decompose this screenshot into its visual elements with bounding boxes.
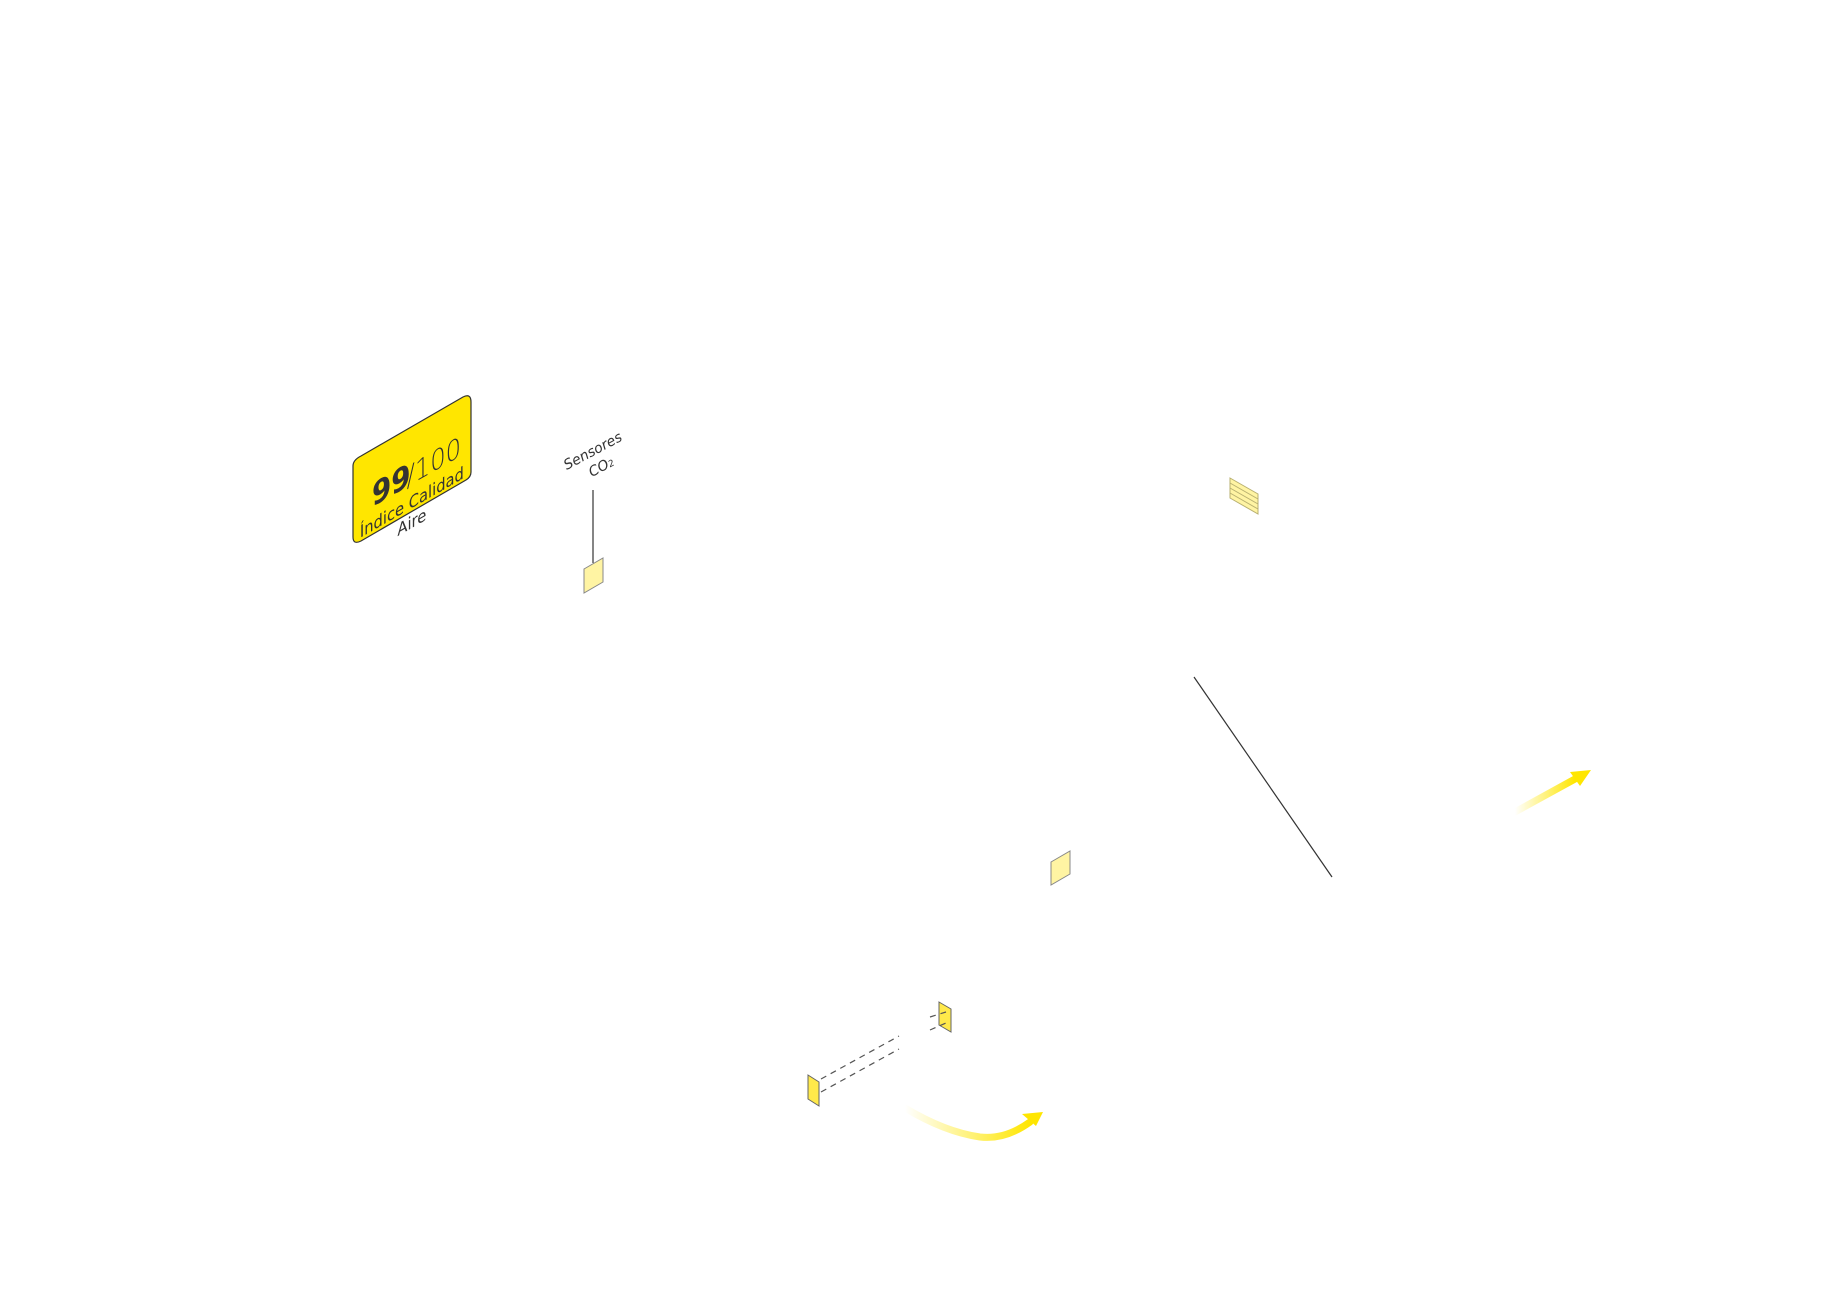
door-panel-left (807, 1074, 820, 1107)
sensor-panel (1050, 850, 1071, 886)
air-quality-card: 99 /100 Índice Calidad Aire (352, 395, 472, 543)
dashed-beam-lines (820, 1011, 947, 1093)
co2-sensor-label: Sensores CO2 (561, 429, 625, 480)
co2-sensor (583, 557, 604, 594)
door-panel-right (938, 1001, 952, 1033)
co-subscript: 2 (607, 458, 617, 470)
curved-airflow-arrow-icon (901, 1104, 1043, 1141)
diagonal-line (1193, 676, 1333, 878)
airflow-arrow-icon (1511, 770, 1591, 816)
vent-grille (1229, 477, 1259, 515)
